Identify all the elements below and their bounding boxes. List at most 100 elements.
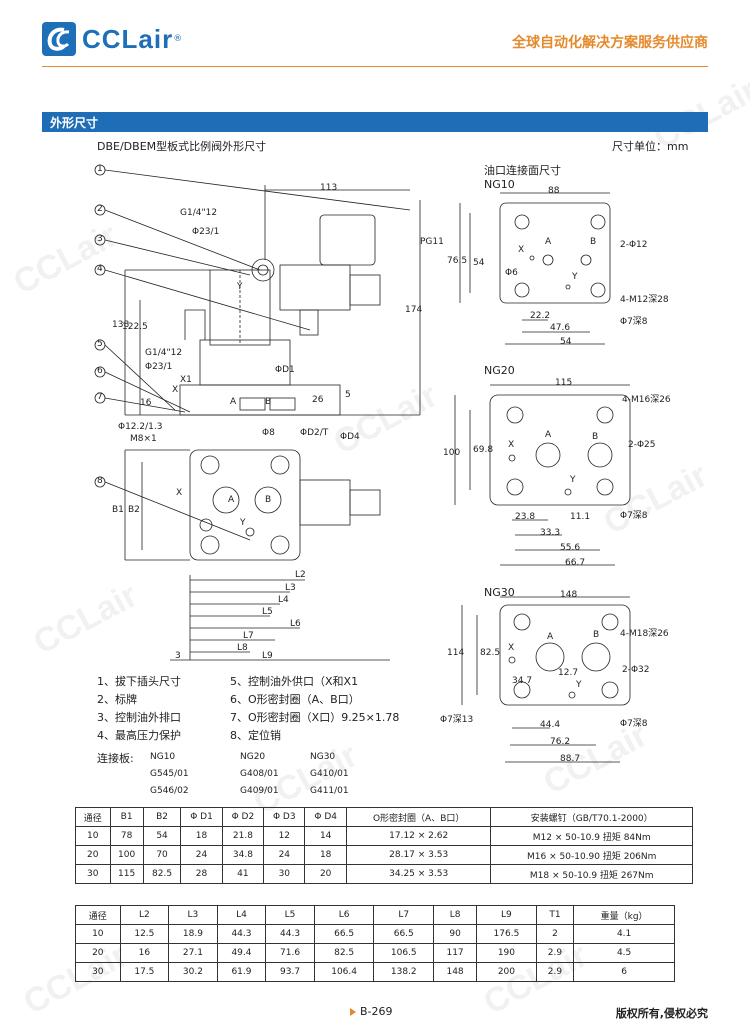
table-header: 安装螺钉（GB/T70.1-2000） bbox=[490, 807, 693, 827]
table-cell: 54 bbox=[142, 826, 182, 846]
dim-label: A bbox=[545, 237, 552, 247]
table-cell: 16 bbox=[119, 943, 170, 963]
table-row: 20 100 70 24 34.8 24 18 28.17 × 3.53 M16… bbox=[75, 845, 693, 865]
dim-label: 122.5 bbox=[122, 322, 148, 332]
dim-label: 66.7 bbox=[565, 558, 586, 568]
plates-label: 连接板: bbox=[97, 752, 134, 765]
table-cell: 20 bbox=[75, 845, 111, 865]
table-header: O形密封圈（A、B口） bbox=[345, 807, 492, 827]
table-cell: 24 bbox=[263, 845, 306, 865]
dim-label: 88.7 bbox=[560, 754, 581, 764]
dim-label: L7 bbox=[243, 631, 254, 641]
dim-label: X bbox=[176, 488, 183, 498]
dim-label: 4-M12深28 bbox=[620, 295, 669, 305]
ports-title: 油口连接面尺寸 bbox=[484, 164, 561, 177]
dim-label: Φ23/1 bbox=[192, 227, 220, 237]
dim-label: L5 bbox=[262, 607, 273, 617]
table-cell: 61.9 bbox=[216, 962, 267, 982]
table-cell: 2.9 bbox=[535, 962, 575, 982]
dim-label: 16 bbox=[140, 398, 152, 408]
plate-entry: G410/01 bbox=[310, 769, 349, 779]
table-cell: 200 bbox=[476, 962, 537, 982]
table-cell: 28 bbox=[180, 864, 223, 884]
callout-number: 4 bbox=[97, 264, 103, 274]
table-cell: 4.5 bbox=[573, 943, 675, 963]
table-cell: 44.3 bbox=[265, 924, 315, 944]
table-row: 30 17.5 30.2 61.9 93.7 106.4 138.2 148 2… bbox=[75, 962, 675, 982]
dim-label: 148 bbox=[560, 590, 578, 600]
table-cell: 4.1 bbox=[573, 924, 675, 944]
dim-label: 47.6 bbox=[550, 323, 571, 333]
dim-label: A bbox=[547, 632, 554, 642]
table-header: L8 bbox=[433, 905, 478, 925]
dim-label: 34.7 bbox=[512, 676, 533, 686]
spec-table-lengths: 通径 L2 L3 L4 L5 L6 L7 L8 L9 T1 重量（kg） 10 … bbox=[75, 905, 675, 982]
legend-item: 7、O形密封圈（X口）9.25×1.78 bbox=[230, 711, 400, 724]
table-cell: 106.4 bbox=[313, 962, 375, 982]
table-header: L9 bbox=[476, 905, 537, 925]
page-header: CCLair ® 全球自动化解决方案服务供应商 bbox=[0, 0, 750, 80]
copyright-notice: 版权所有,侵权必究 bbox=[615, 1007, 708, 1020]
dim-label: X bbox=[518, 245, 525, 255]
dim-label: 26 bbox=[312, 395, 324, 405]
table-cell: 24 bbox=[180, 845, 223, 865]
dim-label: 138 bbox=[112, 320, 130, 330]
table-cell: 117 bbox=[433, 943, 478, 963]
dim-label: L6 bbox=[290, 619, 301, 629]
table-cell: 17.12 × 2.62 bbox=[345, 826, 492, 846]
table-cell: 70 bbox=[142, 845, 182, 865]
dim-label: X bbox=[508, 440, 515, 450]
dim-label: 2-Φ25 bbox=[628, 440, 656, 450]
callout-number: 1 bbox=[97, 164, 103, 174]
table-header: L5 bbox=[265, 905, 315, 925]
table-row: 30 115 82.5 28 41 30 20 34.25 × 3.53 M18… bbox=[75, 864, 693, 884]
table-cell: 30 bbox=[75, 864, 111, 884]
dim-label: 100 bbox=[443, 448, 461, 458]
plate-entry: G546/02 bbox=[150, 786, 189, 796]
dim-label: 88 bbox=[548, 186, 560, 196]
dim-label: X bbox=[172, 385, 179, 395]
table-header: Φ D1 bbox=[180, 807, 223, 827]
page-arrow-icon bbox=[350, 1008, 356, 1016]
table-header-row: 通径 L2 L3 L4 L5 L6 L7 L8 L9 T1 重量（kg） bbox=[75, 905, 675, 925]
table-cell: 176.5 bbox=[476, 924, 537, 944]
dim-label: Φ23/1 bbox=[145, 362, 173, 372]
dim-label: M8×1 bbox=[130, 434, 157, 444]
drawing-caption: DBE/DBEM型板式比例阀外形尺寸 bbox=[97, 140, 267, 153]
header-slogan: 全球自动化解决方案服务供应商 bbox=[512, 35, 708, 51]
ng20-label: NG20 bbox=[484, 364, 515, 377]
plate-entry: NG10 bbox=[150, 752, 176, 762]
table-cell: 78 bbox=[109, 826, 144, 846]
table-header: 通径 bbox=[75, 905, 121, 925]
legend-item: 3、控制油外排口 bbox=[97, 711, 181, 724]
dim-label: 11.1 bbox=[570, 512, 591, 522]
table-cell: 138.2 bbox=[373, 962, 435, 982]
table-cell: 17.5 bbox=[119, 962, 170, 982]
callout-number: 3 bbox=[97, 234, 103, 244]
table-cell: 66.5 bbox=[313, 924, 375, 944]
dim-label: L4 bbox=[278, 595, 289, 605]
table-cell: 18 bbox=[304, 845, 347, 865]
dim-label: 113 bbox=[320, 183, 338, 193]
dim-label: A bbox=[230, 397, 237, 407]
table-cell: 10 bbox=[75, 924, 121, 944]
dim-label: Y bbox=[576, 680, 582, 690]
section-bar: 外形尺寸 bbox=[42, 112, 708, 132]
dim-label: 115 bbox=[555, 378, 573, 388]
dim-label: 4-M18深26 bbox=[620, 629, 669, 639]
table-cell: 34.25 × 3.53 bbox=[345, 864, 492, 884]
plate-entry: NG20 bbox=[240, 752, 266, 762]
legend-item: 2、标牌 bbox=[97, 693, 137, 706]
plate-entry: G409/01 bbox=[240, 786, 279, 796]
callout-number: 8 bbox=[97, 476, 103, 486]
table-cell: 18.9 bbox=[168, 924, 218, 944]
dim-label: A bbox=[545, 430, 552, 440]
dim-label: B bbox=[265, 495, 272, 505]
table-cell: 10 bbox=[75, 826, 111, 846]
dim-label: 23.8 bbox=[515, 512, 536, 522]
plate-entry: G411/01 bbox=[310, 786, 349, 796]
dim-label: B bbox=[590, 237, 597, 247]
logo-icon bbox=[42, 22, 76, 56]
table-cell: 82.5 bbox=[313, 943, 375, 963]
ng10-label: NG10 bbox=[484, 178, 515, 191]
